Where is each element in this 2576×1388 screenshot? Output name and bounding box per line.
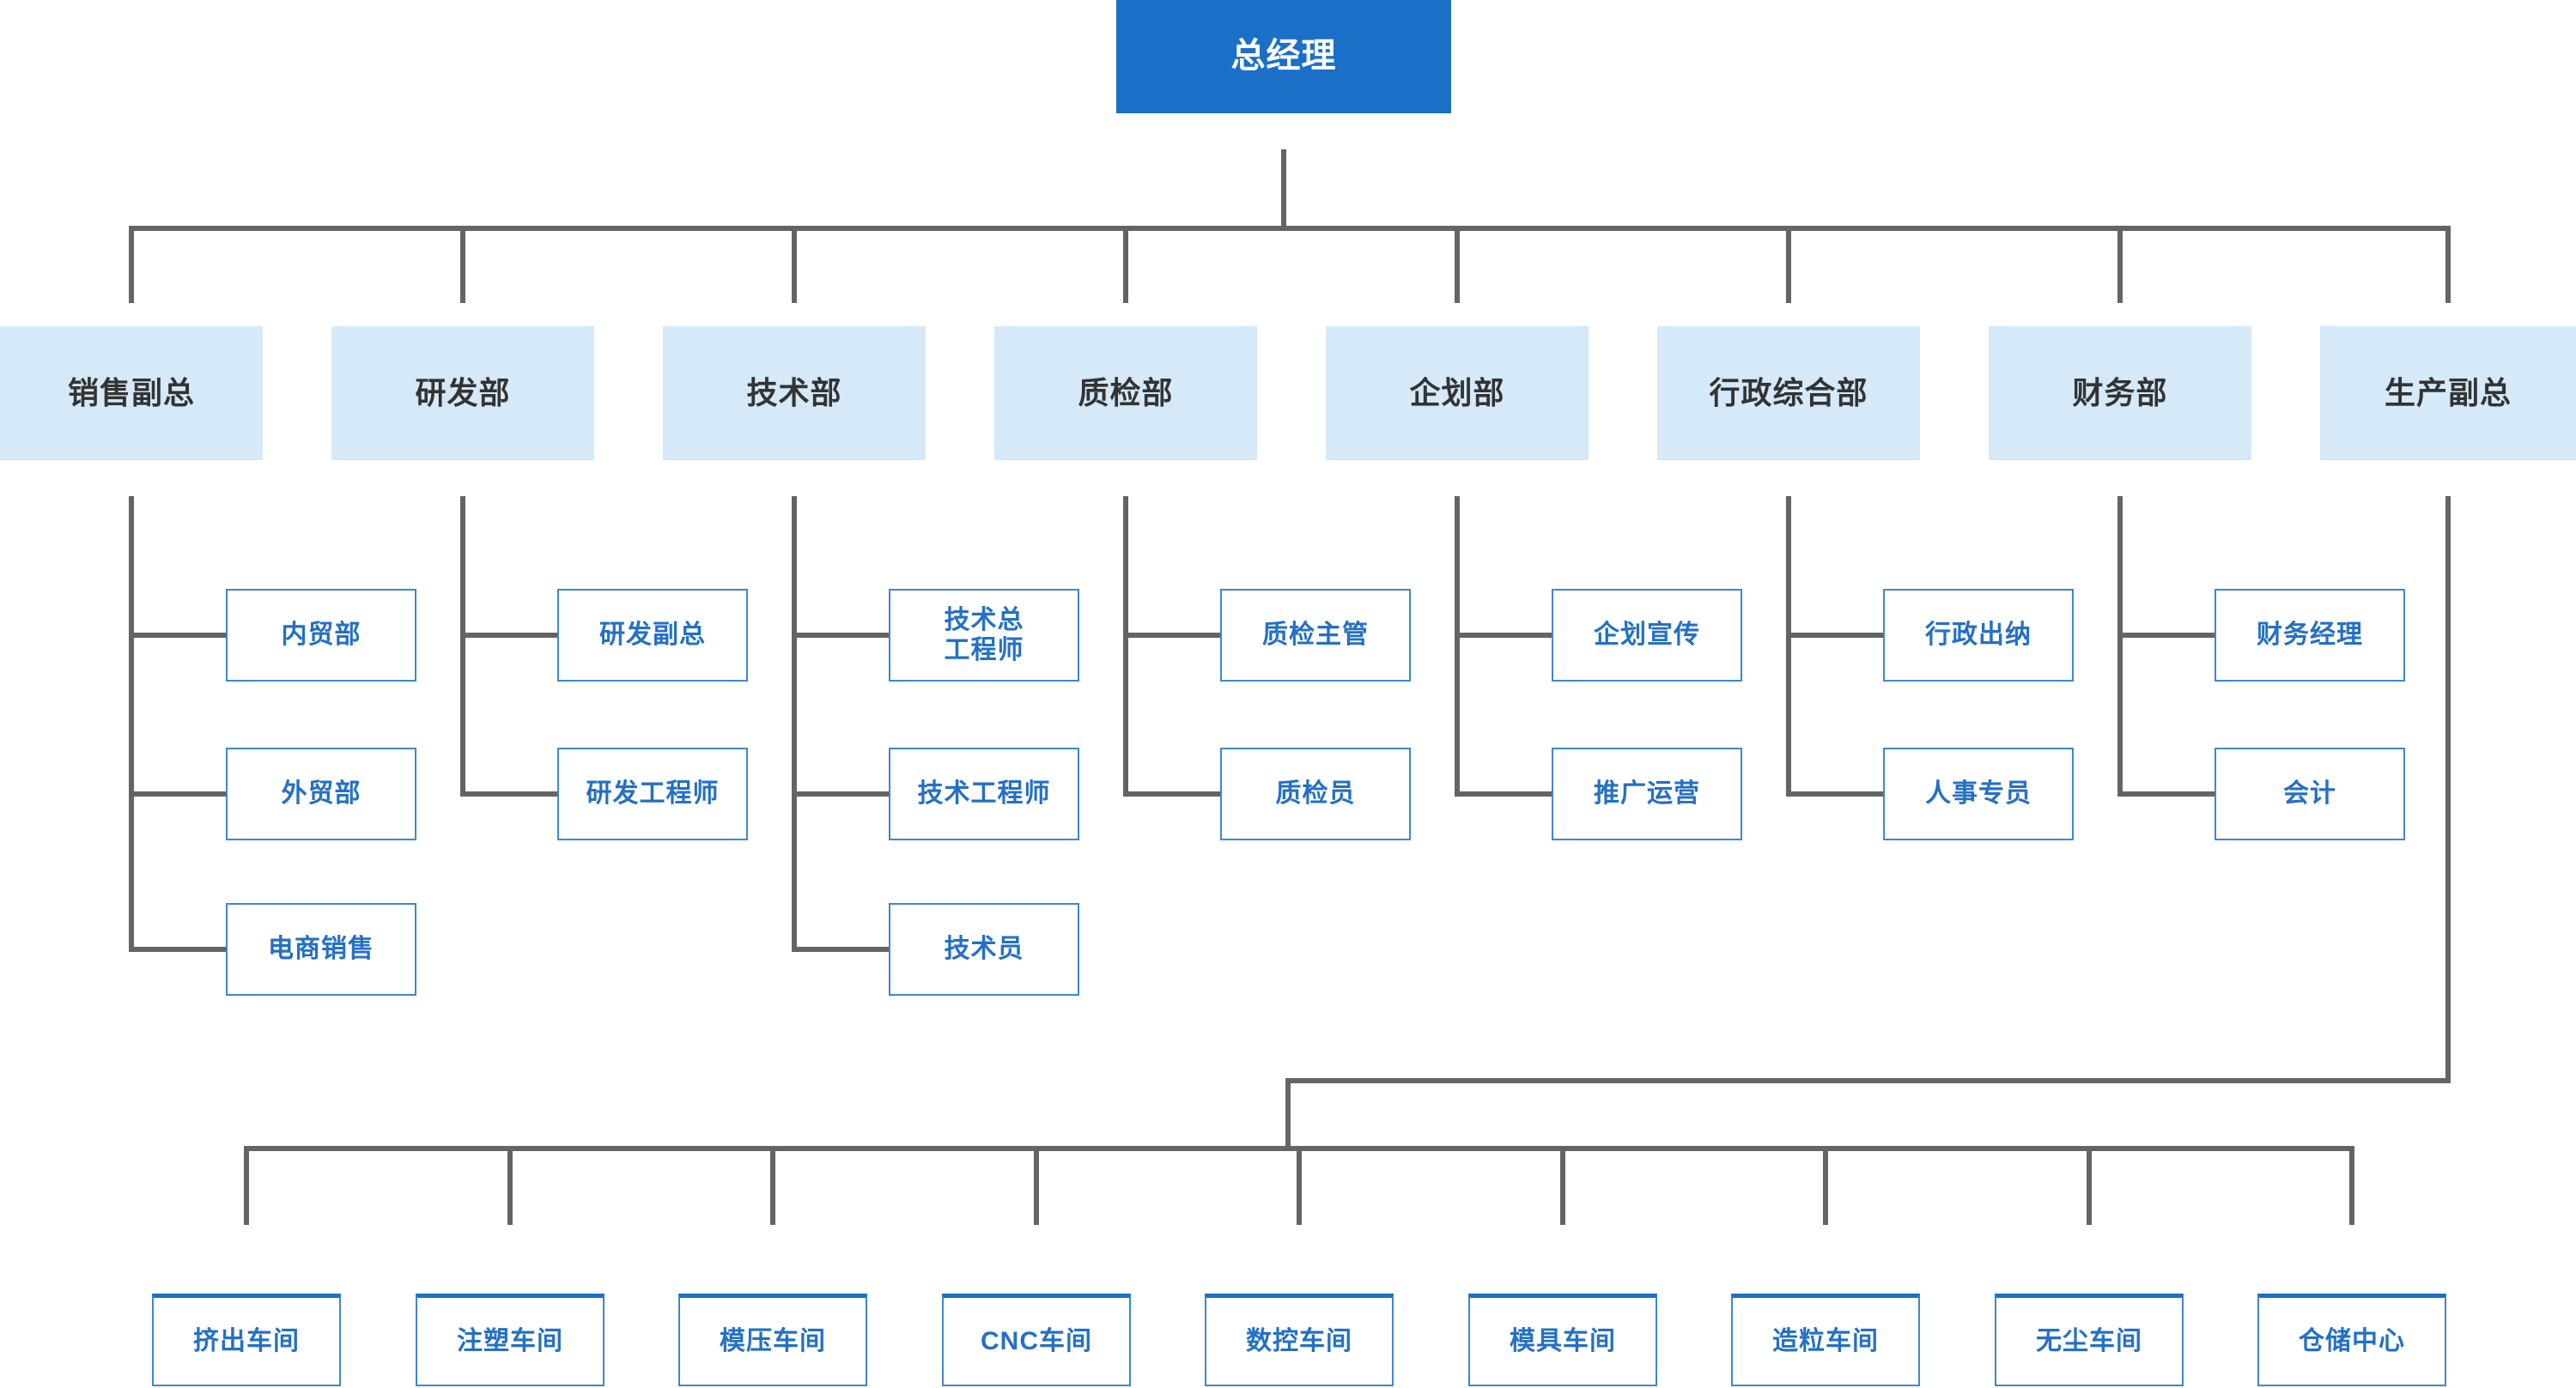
- child-node: 外贸部: [226, 748, 416, 840]
- connector-line: [1455, 226, 1460, 303]
- dept-node: 销售副总: [0, 326, 263, 460]
- child-node: 人事专员: [1883, 748, 2074, 840]
- connector-line: [1285, 1078, 2451, 1083]
- dept-node: 行政综合部: [1657, 326, 1920, 460]
- connector-line: [1823, 1146, 1828, 1225]
- connector-line: [1123, 226, 1128, 303]
- connector-line: [792, 791, 889, 797]
- connector-line: [1455, 496, 1460, 797]
- dept-node: 企划部: [1326, 326, 1589, 460]
- root-node: 总经理: [1116, 0, 1451, 113]
- workshop-node: 挤出车间: [152, 1294, 341, 1386]
- child-node: 研发副总: [557, 589, 748, 682]
- connector-line: [460, 633, 557, 638]
- connector-line: [1560, 1146, 1565, 1225]
- connector-line: [129, 791, 226, 797]
- connector-line: [2445, 496, 2451, 1083]
- connector-line: [1123, 496, 1128, 797]
- dept-node: 财务部: [1989, 326, 2251, 460]
- connector-line: [1786, 226, 1791, 303]
- connector-line: [770, 1146, 775, 1225]
- connector-line: [129, 947, 226, 952]
- connector-line: [2117, 496, 2123, 797]
- connector-line: [129, 633, 226, 638]
- connector-line: [792, 226, 797, 303]
- connector-line: [1297, 1146, 1302, 1225]
- workshop-node: CNC车间: [942, 1294, 1131, 1386]
- connector-line: [792, 496, 797, 952]
- connector-line: [1786, 633, 1883, 638]
- workshop-node: 仓储中心: [2257, 1294, 2446, 1386]
- child-node: 会计: [2215, 748, 2405, 840]
- connector-line: [2087, 1146, 2092, 1225]
- connector-line: [129, 226, 2451, 231]
- workshop-node: 数控车间: [1205, 1294, 1394, 1386]
- child-node: 研发工程师: [557, 748, 748, 840]
- dept-node: 质检部: [994, 326, 1257, 460]
- child-node: 技术总 工程师: [889, 589, 1079, 682]
- connector-line: [460, 791, 557, 797]
- connector-line: [1786, 791, 1883, 797]
- connector-line: [1455, 633, 1552, 638]
- dept-node: 技术部: [663, 326, 926, 460]
- child-node: 电商销售: [226, 903, 416, 996]
- connector-line: [2445, 226, 2451, 303]
- connector-line: [460, 496, 465, 797]
- child-node: 内贸部: [226, 589, 416, 682]
- connector-line: [129, 226, 134, 303]
- connector-line: [1455, 791, 1552, 797]
- child-node: 技术工程师: [889, 748, 1079, 840]
- child-node: 行政出纳: [1883, 589, 2074, 682]
- connector-line: [1123, 633, 1220, 638]
- workshop-node: 造粒车间: [1731, 1294, 1920, 1386]
- workshop-node: 无尘车间: [1995, 1294, 2184, 1386]
- connector-line: [1123, 791, 1220, 797]
- connector-line: [792, 633, 889, 638]
- child-node: 质检员: [1220, 748, 1411, 840]
- connector-line: [1285, 1078, 1291, 1151]
- workshop-node: 注塑车间: [416, 1294, 605, 1386]
- connector-line: [2117, 633, 2215, 638]
- connector-line: [1034, 1146, 1039, 1225]
- child-node: 企划宣传: [1552, 589, 1742, 682]
- connector-line: [507, 1146, 513, 1225]
- workshop-node: 模具车间: [1468, 1294, 1657, 1386]
- connector-line: [1786, 496, 1791, 797]
- connector-line: [129, 496, 134, 952]
- workshop-node: 模压车间: [678, 1294, 867, 1386]
- child-node: 推广运营: [1552, 748, 1742, 840]
- connector-line: [2117, 226, 2123, 303]
- dept-node: 生产副总: [2320, 326, 2576, 460]
- child-node: 质检主管: [1220, 589, 1411, 682]
- child-node: 技术员: [889, 903, 1079, 996]
- connector-line: [460, 226, 465, 303]
- connector-line: [2117, 791, 2215, 797]
- child-node: 财务经理: [2215, 589, 2405, 682]
- connector-line: [244, 1146, 249, 1225]
- connector-line: [1281, 149, 1286, 231]
- dept-node: 研发部: [331, 326, 594, 460]
- connector-line: [792, 947, 889, 952]
- connector-line: [2349, 1146, 2354, 1225]
